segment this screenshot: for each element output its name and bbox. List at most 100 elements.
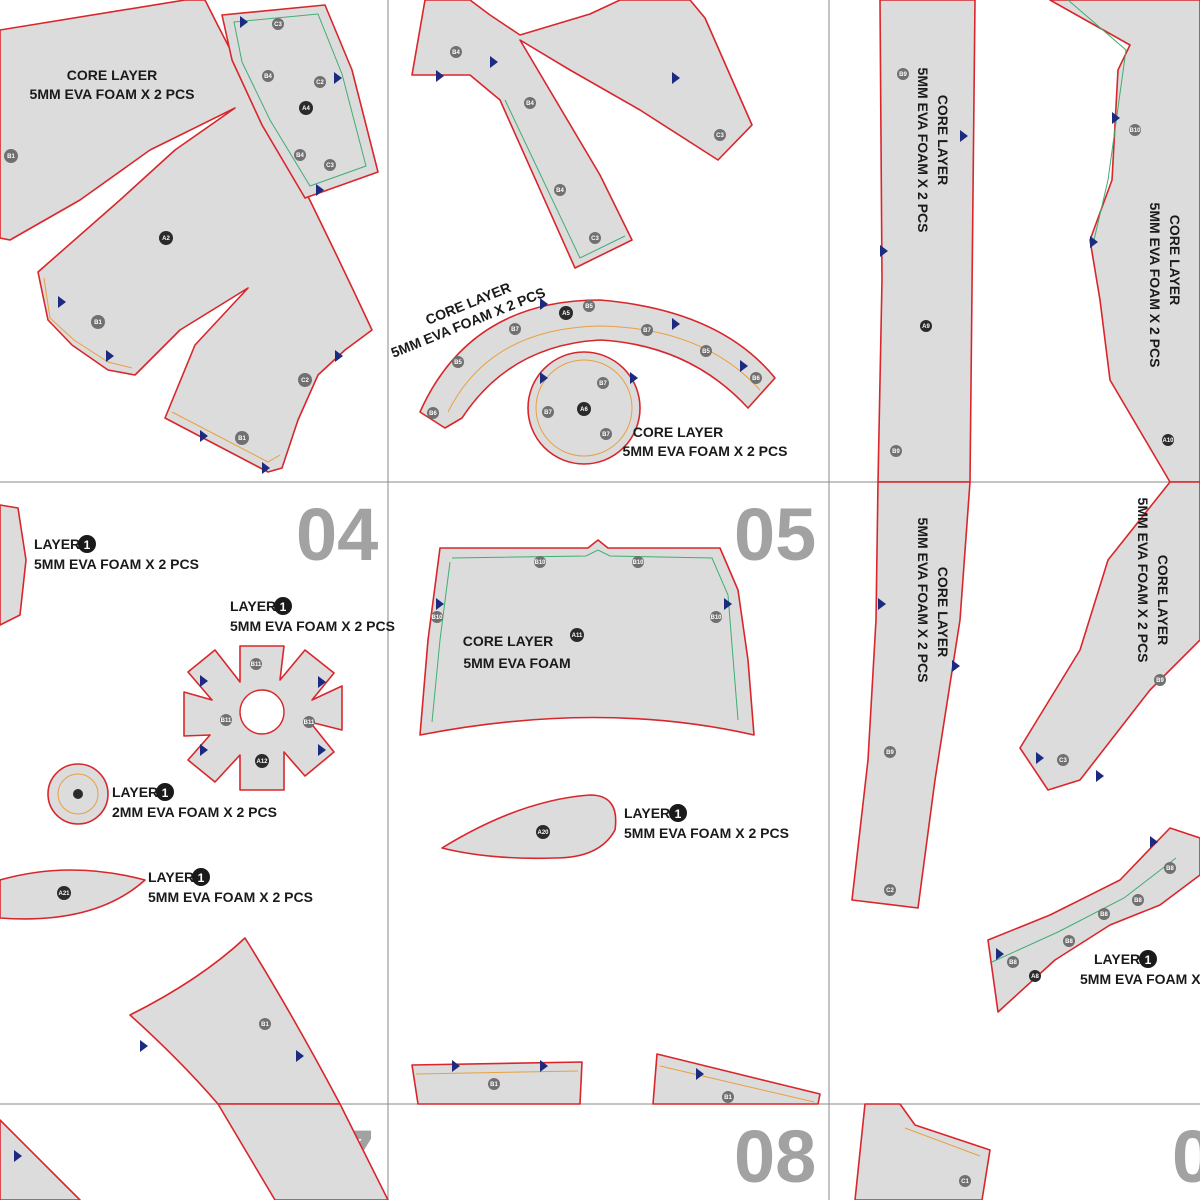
svg-text:1: 1 <box>198 871 205 885</box>
svg-text:C3: C3 <box>591 236 599 242</box>
label-foam-spec: 5MM EVA FOAM X 2 PCS <box>1135 498 1151 663</box>
svg-text:A6: A6 <box>580 407 588 413</box>
label-layer: LAYER <box>112 784 158 800</box>
pattern-piece-bottom-corner <box>854 1103 991 1200</box>
pin-b1: B1 <box>259 1018 271 1030</box>
pin-b7: B7 <box>641 324 653 336</box>
notch-mark <box>1090 236 1098 248</box>
page-4-pieces: LAYER 1 5MM EVA FOAM X 2 PCS LAYER 1 5MM… <box>0 504 395 1105</box>
pattern-piece-bottom-strip <box>217 1103 389 1200</box>
svg-text:C2: C2 <box>886 888 894 894</box>
pin-b10: B10 <box>710 611 722 623</box>
marker-a11: A11 <box>570 628 584 642</box>
svg-text:B9: B9 <box>1156 678 1164 684</box>
pin-b8: B8 <box>1164 862 1176 874</box>
svg-text:B7: B7 <box>599 381 607 387</box>
svg-text:A21: A21 <box>58 891 70 897</box>
layer-badge: 1 <box>1139 950 1157 968</box>
svg-text:B4: B4 <box>264 74 272 80</box>
pattern-piece-a21 <box>0 869 146 920</box>
svg-text:B11: B11 <box>304 720 315 726</box>
seam-line <box>535 359 633 457</box>
svg-text:C2: C2 <box>301 378 309 384</box>
label-core-layer: CORE LAYER <box>67 67 158 83</box>
pin-b4: B4 <box>294 149 306 161</box>
svg-text:A8: A8 <box>1031 974 1039 980</box>
notch-mark <box>316 184 324 196</box>
pin-b10: B10 <box>1129 124 1141 136</box>
pin-b8: B8 <box>1132 894 1144 906</box>
label-core-layer: CORE LAYER <box>633 424 724 440</box>
svg-text:A5: A5 <box>562 311 570 317</box>
notch-mark <box>672 72 680 84</box>
marker-a10: A10 <box>1162 434 1174 446</box>
svg-text:B10: B10 <box>1129 128 1141 134</box>
page-5-pieces: CORE LAYER 5MM EVA FOAM LAYER 1 5MM EVA … <box>411 539 821 1105</box>
seam-line <box>991 857 1177 963</box>
notch-mark <box>14 1150 22 1162</box>
svg-text:B9: B9 <box>899 72 907 78</box>
pin-b5: B5 <box>700 345 712 357</box>
pin-b10: B10 <box>431 611 443 623</box>
svg-text:B4: B4 <box>526 101 534 107</box>
pattern-piece-partial-left <box>0 504 27 626</box>
pin-b9: B9 <box>884 746 896 758</box>
label-foam-spec: 5MM EVA FOAM X 2 PCS <box>148 889 313 905</box>
svg-text:C3: C3 <box>326 163 334 169</box>
page-number-04: 04 <box>296 493 378 576</box>
svg-text:A9: A9 <box>922 324 930 330</box>
pin-b10: B10 <box>534 556 546 568</box>
seam-line <box>415 1070 579 1075</box>
svg-text:B7: B7 <box>511 327 519 333</box>
pin-b8: B8 <box>1063 935 1075 947</box>
notch-mark <box>996 948 1004 960</box>
svg-text:C3: C3 <box>274 22 282 28</box>
label-layer: LAYER <box>148 869 194 885</box>
notch-mark <box>960 130 968 142</box>
svg-text:B4: B4 <box>296 153 304 159</box>
pin-c3: C3 <box>324 159 336 171</box>
label-layer: LAYER <box>1094 951 1140 967</box>
layer-badge: 1 <box>156 783 174 801</box>
notch-mark <box>436 70 444 82</box>
svg-text:B10: B10 <box>632 560 644 566</box>
marker-a4: A4 <box>299 101 313 115</box>
marker-a8: A8 <box>1029 970 1041 982</box>
svg-text:B1: B1 <box>490 1082 498 1088</box>
notch-mark <box>952 660 960 672</box>
notch-mark <box>318 744 326 756</box>
svg-text:A11: A11 <box>572 633 583 639</box>
notch-mark <box>1036 752 1044 764</box>
marker-a12: A12 <box>255 754 269 768</box>
label-foam-spec: 5MM EVA FOAM X 2 PCS <box>624 825 789 841</box>
marker-a21: A21 <box>57 886 71 900</box>
notch-mark <box>540 372 548 384</box>
svg-text:B8: B8 <box>1065 939 1073 945</box>
notch-mark <box>335 350 343 362</box>
label-core-layer: CORE LAYER <box>1167 215 1183 306</box>
pin-c3: C3 <box>589 232 601 244</box>
notch-mark <box>334 72 342 84</box>
pin-b6: B6 <box>750 372 762 384</box>
notch-mark <box>880 245 888 257</box>
svg-text:B6: B6 <box>752 376 760 382</box>
label-foam-spec: 5MM EVA FOAM X 2 PCS <box>1147 203 1163 368</box>
svg-text:A10: A10 <box>1162 438 1174 444</box>
pin-b10: B10 <box>632 556 644 568</box>
notch-mark <box>200 744 208 756</box>
pin-c2: C2 <box>884 884 896 896</box>
pin-b1: B1 <box>4 149 18 163</box>
pin-b1: B1 <box>235 431 249 445</box>
pin-b1: B1 <box>488 1078 500 1090</box>
svg-text:C3: C3 <box>1059 758 1067 764</box>
pattern-piece-a20 <box>441 794 617 860</box>
seam-line <box>659 1065 815 1103</box>
notch-mark <box>318 676 326 688</box>
pin-b1: B1 <box>91 315 105 329</box>
svg-text:1: 1 <box>162 786 169 800</box>
svg-text:B1: B1 <box>724 1095 732 1101</box>
page-number-05: 05 <box>734 493 816 576</box>
pin-b11: B11 <box>220 714 232 726</box>
pin-b9: B9 <box>897 68 909 80</box>
